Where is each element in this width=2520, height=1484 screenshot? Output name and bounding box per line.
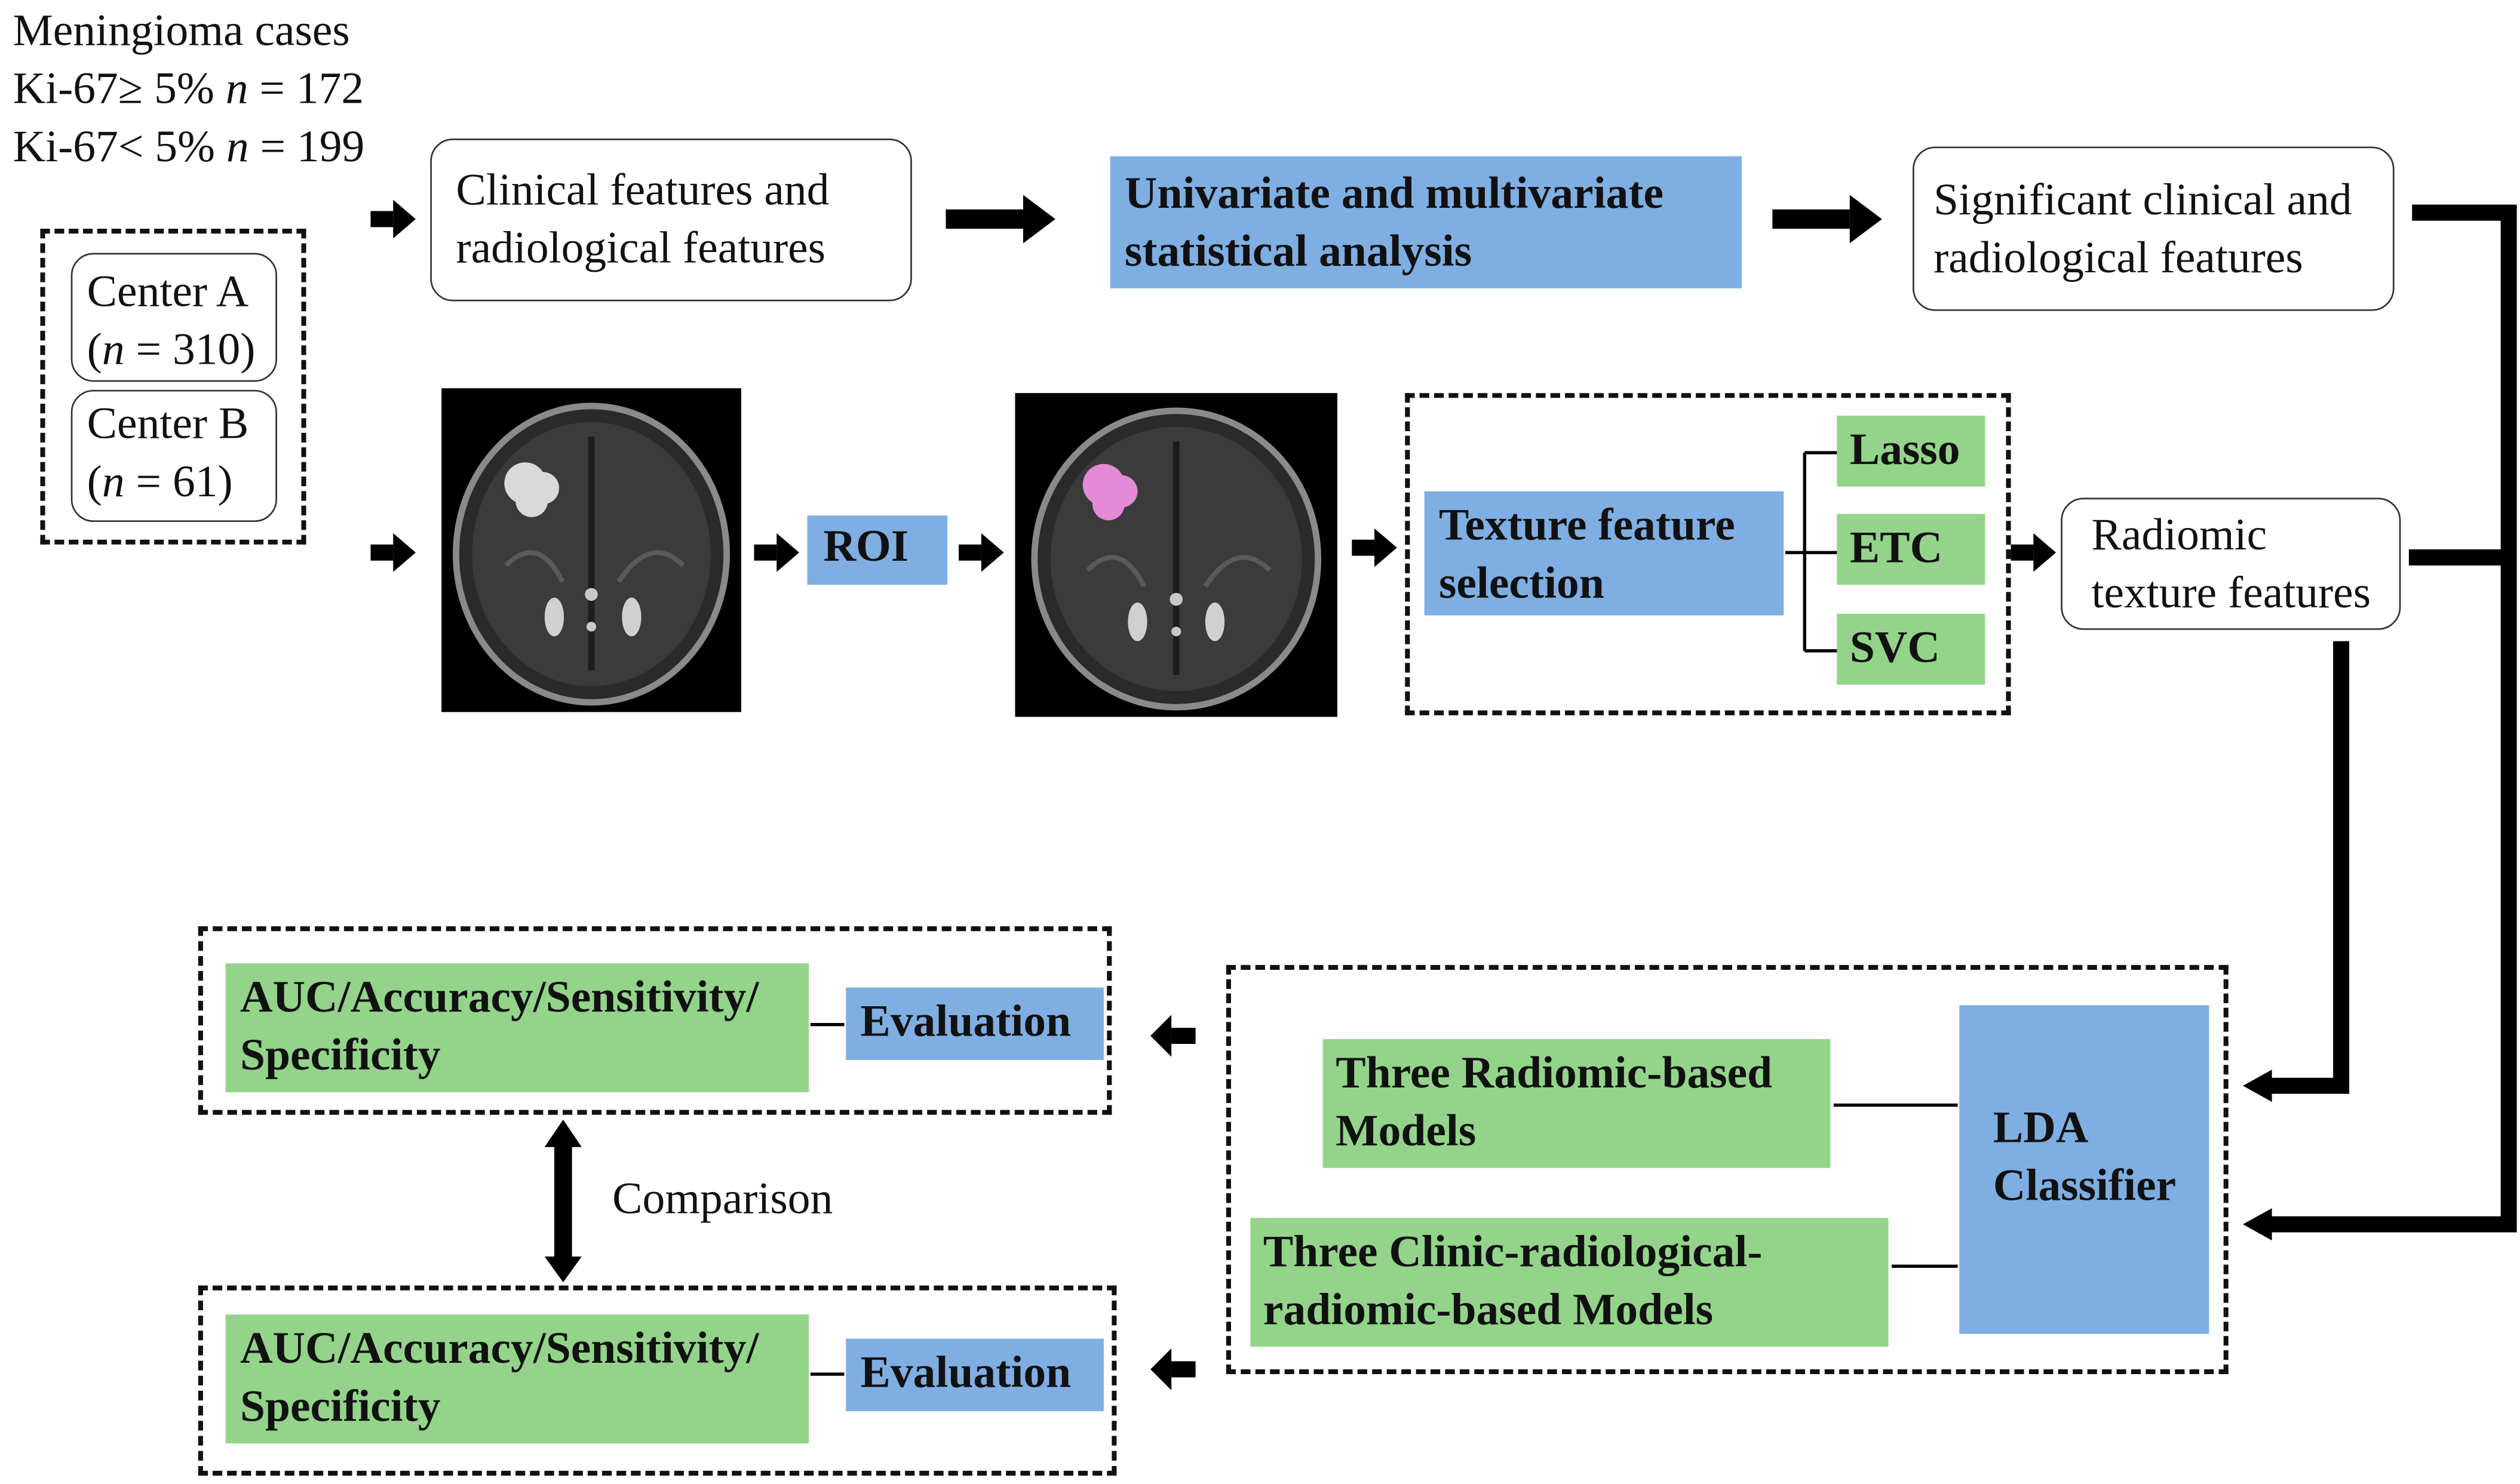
center-b-count: (n = 61) — [87, 457, 233, 508]
arrow-right-icon — [946, 195, 1055, 244]
metrics-top-box: AUC/Accuracy/Sensitivity/ Specificity — [225, 963, 809, 1092]
evaluation-top-group — [198, 926, 1112, 1115]
significant-features-box: Significant clinical and radiological fe… — [1913, 146, 2395, 311]
centers-group — [40, 229, 306, 545]
center-a-box: Center A (n = 310) — [70, 253, 277, 382]
center-a-name: Center A — [87, 267, 249, 318]
metrics-top-label: AUC/Accuracy/Sensitivity/ Specificity — [240, 973, 759, 1081]
double-arrow-icon — [544, 1119, 582, 1283]
lasso-box: Lasso — [1837, 415, 1985, 487]
svc-label: SVC — [1849, 623, 1940, 674]
arrow-right-icon — [370, 199, 416, 239]
metrics-bottom-label: AUC/Accuracy/Sensitivity/ Specificity — [240, 1324, 759, 1433]
center-b-name: Center B — [87, 400, 249, 450]
radiomic-models-box: Three Radiomic-based Models — [1322, 1039, 1831, 1168]
arrow-right-icon — [1352, 528, 1397, 567]
arrow-right-icon — [1772, 195, 1882, 244]
evaluation-bottom-label: Evaluation — [860, 1348, 1072, 1399]
evaluation-bottom-box: Evaluation — [846, 1338, 1104, 1412]
radiomic-texture-label: Radiomic texture features — [2091, 511, 2371, 619]
etc-box: ETC — [1837, 514, 1985, 585]
lasso-label: Lasso — [1849, 425, 1960, 475]
brain-mri-image — [441, 388, 741, 712]
arrow-right-icon — [959, 533, 1004, 572]
cohort-low-ki67: Ki-67< 5% n = 199 — [13, 122, 365, 173]
clinic-models-label: Three Clinic-radiological- radiomic-base… — [1263, 1227, 1763, 1336]
metrics-bottom-box: AUC/Accuracy/Sensitivity/ Specificity — [225, 1314, 809, 1444]
arrow-right-icon — [370, 533, 416, 572]
lda-classifier-box: LDA Classifier — [1959, 1005, 2209, 1334]
arrow-right-icon — [2011, 533, 2056, 572]
lda-classifier-label: LDA Classifier — [1993, 1103, 2177, 1212]
radiomic-texture-box: Radiomic texture features — [2061, 497, 2401, 630]
roi-label: ROI — [823, 522, 909, 572]
evaluation-bottom-group — [198, 1285, 1117, 1476]
cohort-high-ki67: Ki-67≥ 5% n = 172 — [13, 64, 364, 115]
clinic-models-box: Three Clinic-radiological- radiomic-base… — [1250, 1218, 1889, 1347]
comparison-label: Comparison — [612, 1174, 833, 1225]
texture-selection-box: Texture feature selection — [1424, 491, 1784, 616]
etc-label: ETC — [1849, 523, 1943, 574]
svc-box: SVC — [1837, 613, 1985, 685]
significant-features-label: Significant clinical and radiological fe… — [1933, 176, 2352, 284]
arrow-left-icon — [1150, 1015, 1196, 1057]
brain-mri-roi-image — [1015, 393, 1338, 717]
clinical-features-box: Clinical features and radiological featu… — [430, 138, 912, 302]
arrow-right-icon — [754, 533, 800, 572]
evaluation-top-label: Evaluation — [860, 997, 1072, 1047]
texture-selection-label: Texture feature selection — [1438, 500, 1735, 609]
feature-selection-group — [1405, 393, 2011, 715]
evaluation-top-box: Evaluation — [846, 987, 1104, 1061]
center-b-box: Center B (n = 61) — [70, 389, 277, 523]
univariate-analysis-box: Univariate and multivariate statistical … — [1110, 156, 1742, 288]
cohort-title: Meningioma cases — [13, 6, 350, 57]
univariate-analysis-label: Univariate and multivariate statistical … — [1124, 169, 1664, 277]
clinical-features-label: Clinical features and radiological featu… — [456, 165, 830, 274]
roi-box: ROI — [807, 515, 948, 585]
center-a-count: (n = 310) — [87, 325, 256, 376]
radiomic-models-label: Three Radiomic-based Models — [1336, 1049, 1773, 1157]
arrow-left-icon — [1150, 1348, 1196, 1391]
modelling-group — [1226, 964, 2229, 1375]
